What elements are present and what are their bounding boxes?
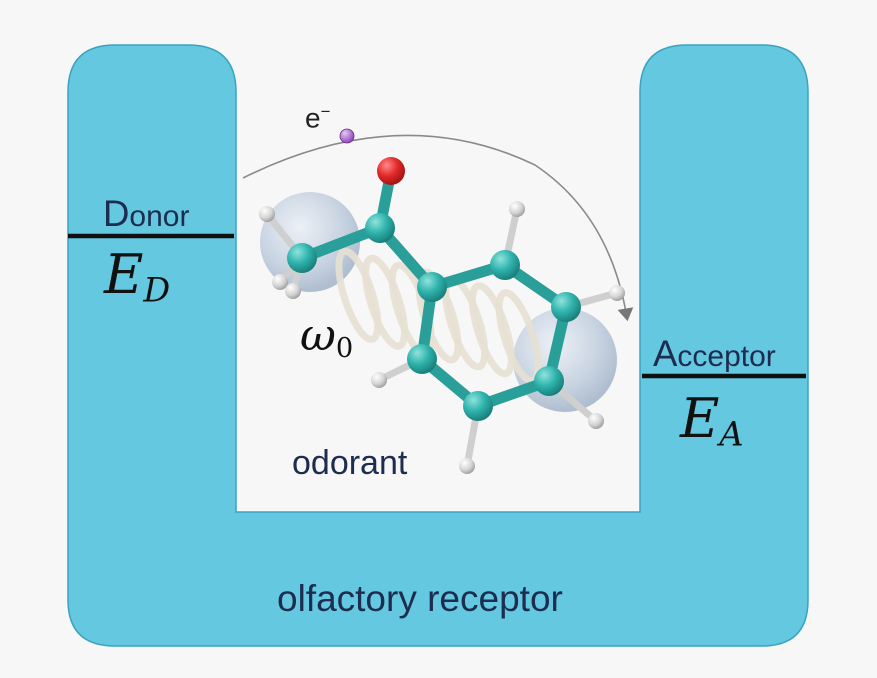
donor-label-initial: D xyxy=(103,193,130,234)
acceptor-label-rest: cceptor xyxy=(677,340,776,373)
donor-energy-subscript: D xyxy=(143,270,171,310)
electron-label: e− xyxy=(305,102,331,134)
vibration-frequency-label: ω0 xyxy=(300,314,353,362)
olfactory-receptor-label: olfactory receptor xyxy=(277,578,563,619)
hydrogen-atom xyxy=(509,201,525,217)
acceptor-label-initial: A xyxy=(653,333,678,374)
hydrogen-atom xyxy=(588,413,604,429)
odorant-molecule xyxy=(259,157,625,474)
odorant-label: odorant xyxy=(292,444,408,482)
carbon-atom xyxy=(490,250,520,280)
acceptor-energy-symbol: E xyxy=(680,387,720,450)
hydrogen-atom xyxy=(259,206,275,222)
donor-label: Donor xyxy=(103,193,190,234)
frequency-subscript: 0 xyxy=(335,332,354,364)
acceptor-energy-subscript: A xyxy=(719,414,744,454)
hydrogen-atom xyxy=(272,274,288,290)
donor-side-highlight-sphere xyxy=(260,192,360,292)
carbon-atom xyxy=(417,272,447,302)
donor-label-rest: onor xyxy=(129,200,190,233)
hydrogen-atom xyxy=(285,283,301,299)
electron-tunneling-arrow xyxy=(242,134,634,322)
frequency-symbol: ω xyxy=(300,310,336,361)
carbon-atom xyxy=(287,243,317,273)
electron-symbol: e xyxy=(305,102,321,134)
olfactory-receptor-body xyxy=(67,44,809,647)
acceptor-energy-label: EA xyxy=(680,392,744,451)
spring-coil xyxy=(362,254,409,350)
carbon-atom xyxy=(463,391,493,421)
donor-energy-symbol: E xyxy=(104,243,144,306)
electron-particle xyxy=(339,128,355,144)
hydrogen-atom xyxy=(609,285,625,301)
carbon-atom xyxy=(551,292,581,322)
spring-coil xyxy=(335,247,382,343)
spring-coil xyxy=(495,289,542,385)
hydrogen-atom xyxy=(371,372,387,388)
acceptor-label: Acceptor xyxy=(653,333,776,374)
carbon-atom xyxy=(365,213,395,243)
electron-charge: − xyxy=(320,102,331,121)
carbon-atom xyxy=(407,344,437,374)
donor-energy-label: ED xyxy=(104,248,170,307)
carbon-atom xyxy=(534,366,564,396)
oxygen-atom xyxy=(377,157,405,185)
hydrogen-atom xyxy=(459,458,475,474)
spring-coil xyxy=(468,282,515,378)
